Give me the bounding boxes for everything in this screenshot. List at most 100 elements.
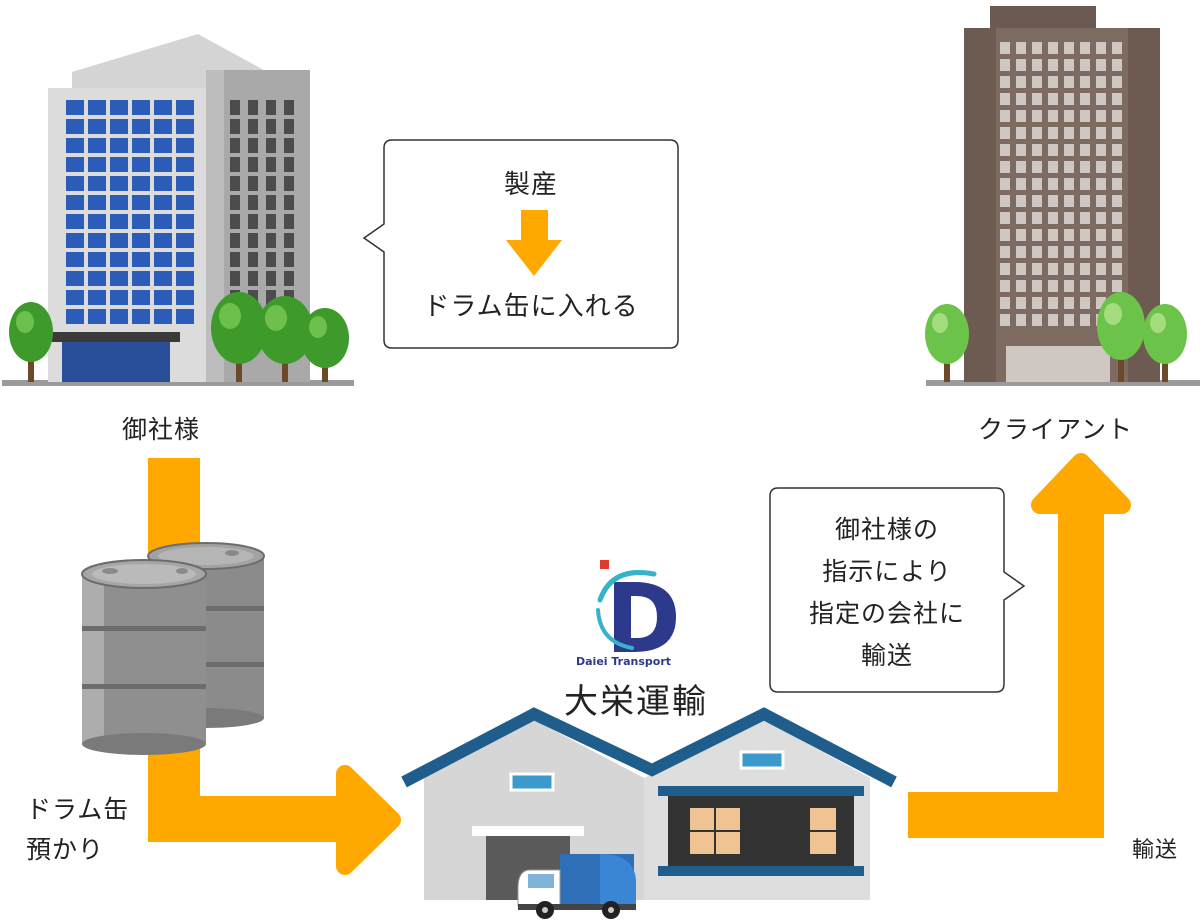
window <box>1016 59 1026 71</box>
window <box>1112 178 1122 190</box>
window <box>1048 280 1058 292</box>
window <box>176 100 194 115</box>
window <box>1080 144 1090 156</box>
window <box>176 195 194 210</box>
window <box>1032 93 1042 105</box>
window <box>284 195 294 210</box>
window <box>1016 229 1026 241</box>
window <box>284 271 294 286</box>
window <box>1112 195 1122 207</box>
window <box>248 214 258 229</box>
window <box>1048 263 1058 275</box>
window <box>176 271 194 286</box>
window <box>1064 110 1074 122</box>
window <box>1016 144 1026 156</box>
window <box>154 119 172 134</box>
window <box>284 100 294 115</box>
window <box>1064 212 1074 224</box>
window <box>1048 42 1058 54</box>
window <box>1016 280 1026 292</box>
window <box>1048 212 1058 224</box>
window <box>1048 161 1058 173</box>
window <box>1064 161 1074 173</box>
window <box>1032 195 1042 207</box>
window <box>66 176 84 191</box>
window <box>1032 161 1042 173</box>
window <box>110 214 128 229</box>
window <box>1064 246 1074 258</box>
window <box>1064 297 1074 309</box>
instruction-bubble-line2: 指示により <box>822 557 952 586</box>
window <box>1000 195 1010 207</box>
window <box>1096 110 1106 122</box>
window <box>1096 280 1106 292</box>
window <box>1000 93 1010 105</box>
window <box>1064 229 1074 241</box>
window <box>88 290 106 305</box>
window <box>1112 229 1122 241</box>
window <box>1032 246 1042 258</box>
window <box>88 157 106 172</box>
window <box>154 271 172 286</box>
window <box>154 290 172 305</box>
window <box>284 119 294 134</box>
window <box>132 195 150 210</box>
window <box>66 119 84 134</box>
window <box>154 214 172 229</box>
window <box>230 271 240 286</box>
window <box>1064 42 1074 54</box>
window <box>110 100 128 115</box>
window <box>1048 195 1058 207</box>
window <box>1048 314 1058 326</box>
window <box>1064 59 1074 71</box>
office-windows <box>66 100 194 324</box>
window <box>1000 229 1010 241</box>
window <box>66 290 84 305</box>
window <box>266 233 276 248</box>
window <box>1112 263 1122 275</box>
window <box>1112 127 1122 139</box>
window <box>1080 263 1090 275</box>
window <box>132 271 150 286</box>
window <box>1064 178 1074 190</box>
window <box>1064 93 1074 105</box>
window <box>266 157 276 172</box>
window <box>1080 93 1090 105</box>
instruction-bubble-line3: 指定の会社に <box>808 599 965 628</box>
window <box>66 100 84 115</box>
window <box>132 157 150 172</box>
window <box>176 119 194 134</box>
window <box>1032 76 1042 88</box>
window <box>1000 297 1010 309</box>
window <box>266 119 276 134</box>
window <box>1096 297 1106 309</box>
window <box>1080 110 1090 122</box>
window <box>1096 144 1106 156</box>
window <box>284 176 294 191</box>
window <box>1016 161 1026 173</box>
window <box>1048 59 1058 71</box>
window <box>1096 263 1106 275</box>
window <box>1112 246 1122 258</box>
window <box>1016 297 1026 309</box>
window <box>1096 212 1106 224</box>
window <box>1096 195 1106 207</box>
window <box>1112 59 1122 71</box>
cargo-boxes <box>690 808 836 854</box>
window <box>132 119 150 134</box>
window <box>1096 59 1106 71</box>
window <box>248 233 258 248</box>
window <box>230 214 240 229</box>
window <box>88 138 106 153</box>
window <box>248 138 258 153</box>
window <box>1112 93 1122 105</box>
tower-windows <box>1000 42 1122 326</box>
window <box>176 157 194 172</box>
company-logo <box>596 560 676 652</box>
window <box>1096 42 1106 54</box>
window <box>1080 229 1090 241</box>
window <box>1032 178 1042 190</box>
truck-icon <box>517 854 636 919</box>
window <box>1112 76 1122 88</box>
window <box>1080 178 1090 190</box>
